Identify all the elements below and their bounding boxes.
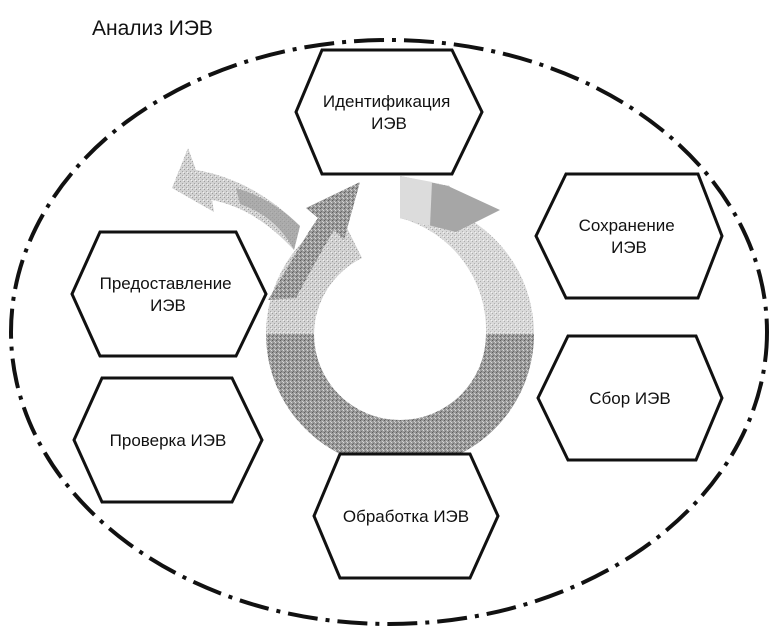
- stage-hexagon: [312, 452, 500, 580]
- stage-hexagon: [536, 334, 724, 462]
- stage-verification: Проверка ИЭВ: [72, 376, 264, 504]
- stage-processing: Обработка ИЭВ: [312, 452, 500, 580]
- stage-hexagon: [72, 376, 264, 504]
- cycle-ring-arrowhead-light: [400, 176, 432, 226]
- backward-curved-arrow: [172, 148, 300, 250]
- backward-curved-arrow-shade: [236, 188, 300, 250]
- stage-hexagon: [70, 230, 268, 358]
- stage-hexagon: [534, 172, 724, 300]
- stage-hexagon: [294, 48, 484, 176]
- cycle-ring-upper-left: [265, 214, 362, 334]
- stage-label: Предоставление ИЭВ: [100, 274, 237, 315]
- stage-identification: Идентификация ИЭВ: [294, 48, 484, 176]
- stage-provision: Предоставление ИЭВ: [70, 230, 268, 358]
- stage-label: Проверка ИЭВ: [110, 431, 227, 450]
- diagram-title: Анализ ИЭВ: [92, 17, 213, 40]
- stage-collection: Сбор ИЭВ: [536, 334, 724, 462]
- stage-label: Сохранение ИЭВ: [579, 216, 680, 257]
- stage-preservation: Сохранение ИЭВ: [534, 172, 724, 300]
- cycle-ring-lower: [266, 334, 534, 469]
- forward-curved-arrow: [268, 182, 360, 300]
- stage-label: Обработка ИЭВ: [343, 507, 469, 526]
- stage-label: Идентификация ИЭВ: [323, 92, 455, 133]
- analysis-boundary: [9, 38, 769, 626]
- stage-label: Сбор ИЭВ: [589, 389, 670, 408]
- title-backdrop: [86, 12, 236, 42]
